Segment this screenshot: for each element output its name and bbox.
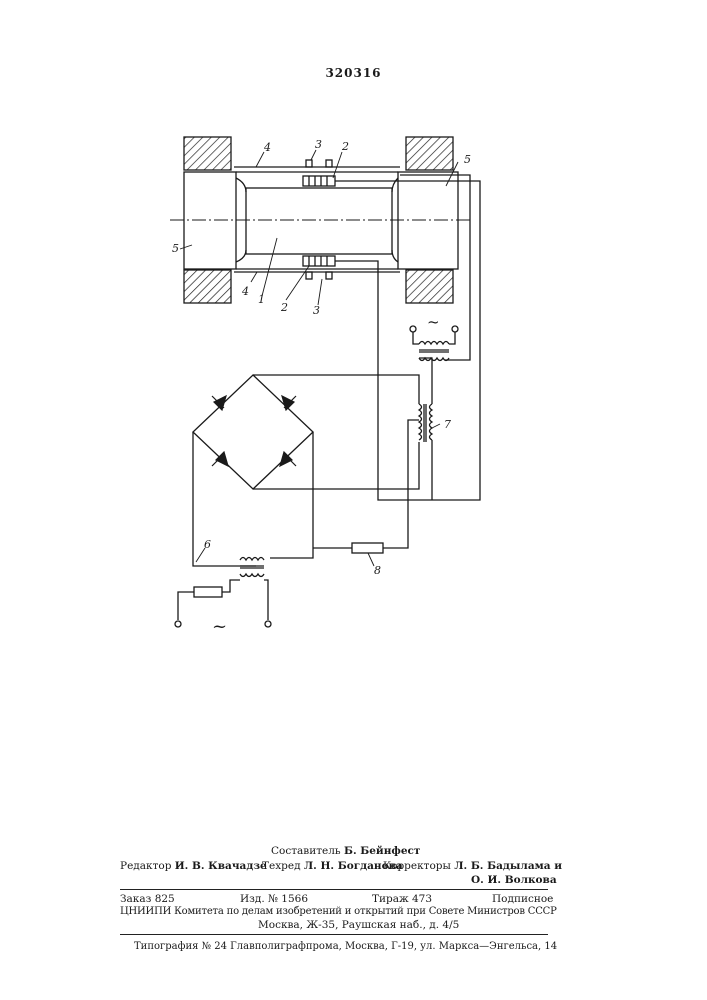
label-4-bottom: 4 bbox=[241, 285, 249, 298]
label-2-top: 2 bbox=[341, 140, 349, 153]
ac-symbol-bottom: ~ bbox=[212, 616, 227, 637]
label-3-top: 3 bbox=[315, 138, 322, 151]
clamp-block-bottom-right bbox=[406, 270, 453, 303]
resistor-input bbox=[194, 587, 222, 597]
electrode-top bbox=[303, 176, 335, 186]
bolt-top-1 bbox=[306, 160, 312, 167]
electrode-bottom bbox=[303, 256, 335, 266]
label-5-right: 5 bbox=[464, 153, 471, 166]
label-2-bottom: 2 bbox=[280, 301, 288, 314]
bolt-bottom-2 bbox=[326, 272, 332, 279]
clamp-block-top-left bbox=[184, 137, 231, 170]
label-5-left: 5 bbox=[172, 242, 179, 255]
bolt-top-2 bbox=[326, 160, 332, 167]
clamp-block-bottom-left bbox=[184, 270, 231, 303]
diode-bridge bbox=[193, 375, 313, 489]
label-8: 8 bbox=[374, 564, 381, 577]
clamp-block-top-right bbox=[406, 137, 453, 170]
label-3-bottom: 3 bbox=[313, 304, 320, 317]
bolt-bottom-1 bbox=[306, 272, 312, 279]
workpiece bbox=[246, 188, 392, 254]
diode-2 bbox=[282, 396, 294, 410]
ac-symbol-top: ~ bbox=[427, 313, 440, 331]
diode-1 bbox=[214, 396, 226, 410]
label-6: 6 bbox=[204, 538, 211, 551]
resistor-8 bbox=[352, 543, 383, 553]
label-7: 7 bbox=[444, 418, 451, 431]
label-1: 1 bbox=[258, 293, 265, 306]
end-piece-left bbox=[184, 172, 236, 269]
label-4-top: 4 bbox=[263, 141, 271, 154]
diode-3 bbox=[216, 452, 228, 466]
end-piece-right bbox=[398, 172, 458, 269]
